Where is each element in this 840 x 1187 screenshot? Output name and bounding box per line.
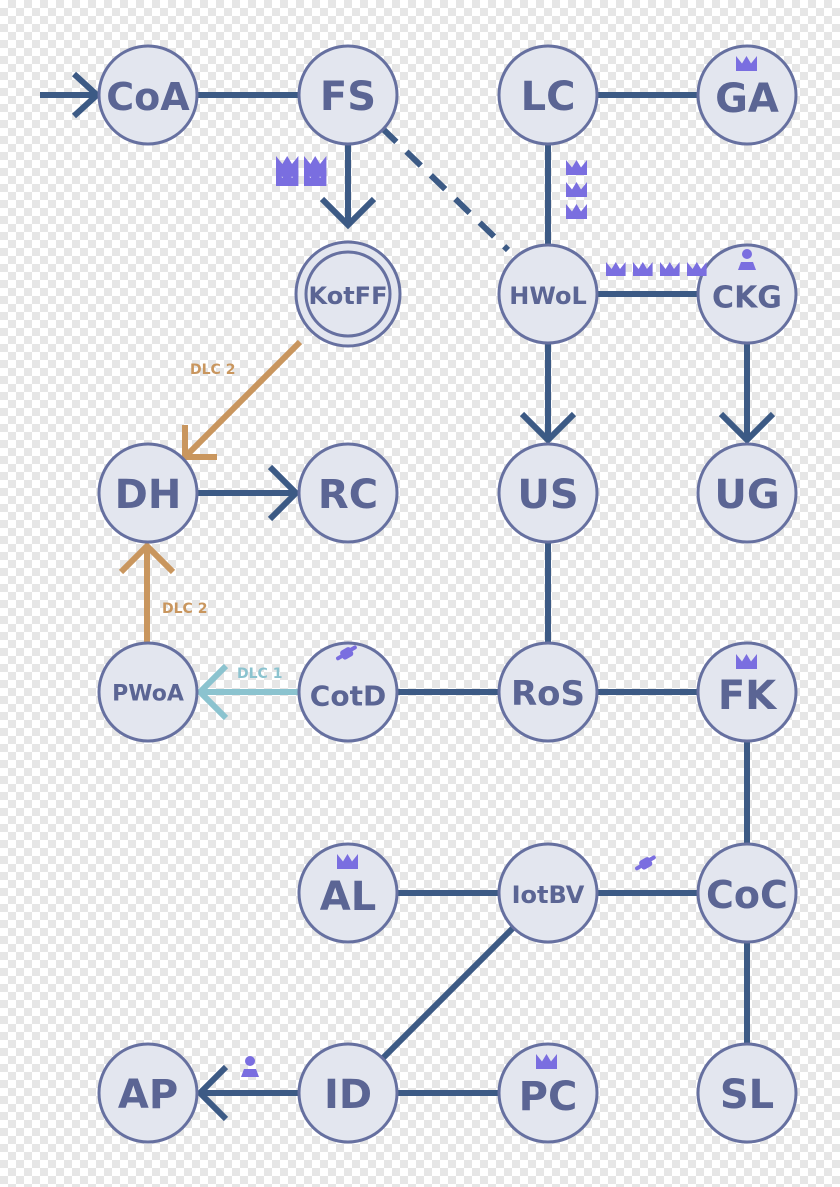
node-iotbv[interactable]: IotBV — [497, 842, 599, 944]
node-label: LC — [521, 74, 576, 120]
node-al[interactable]: AL — [297, 842, 399, 944]
node-fs[interactable]: FS — [297, 44, 399, 146]
node-label: CoA — [106, 75, 190, 119]
node-sl[interactable]: SL — [696, 1042, 798, 1144]
arrowhead-dh-dlc2 — [182, 425, 217, 460]
node-label: CotD — [310, 680, 386, 713]
node-label: FK — [718, 673, 778, 719]
crown-icon — [566, 182, 587, 197]
pawn-icon — [241, 1056, 259, 1077]
node-label: AL — [320, 874, 376, 920]
node-fk[interactable]: FK — [696, 641, 798, 743]
crown-icon — [566, 204, 587, 219]
crown-icon — [304, 156, 327, 172]
node-lc[interactable]: LC — [497, 44, 599, 146]
crown-icon — [276, 156, 299, 172]
arrowhead-entry-coa — [71, 71, 102, 119]
node-label: PC — [519, 1074, 578, 1120]
node-label: KotFF — [309, 282, 388, 310]
node-pc[interactable]: PC — [497, 1042, 599, 1144]
dlc-tag-lower: DLC 2 — [162, 601, 207, 617]
node-ug[interactable]: UG — [696, 442, 798, 544]
node-label: GA — [715, 76, 779, 122]
node-pwoa[interactable]: PWoA — [97, 641, 199, 743]
node-id[interactable]: ID — [297, 1042, 399, 1144]
nodes: CoA FS LC GA KotFF HWoL CKG DH — [97, 44, 798, 1144]
edge-kotff-dh-dlc2 — [184, 339, 303, 458]
hand-icon — [336, 645, 357, 661]
edges — [40, 71, 776, 1122]
node-ckg[interactable]: CKG — [696, 243, 798, 345]
crown-icon — [660, 262, 680, 276]
edge-fs-hwol-dashed — [379, 125, 511, 253]
node-us[interactable]: US — [497, 442, 599, 544]
node-rc[interactable]: RC — [297, 442, 399, 544]
node-label: AP — [118, 1072, 178, 1118]
node-label: FS — [320, 74, 376, 120]
node-label: SL — [720, 1072, 774, 1118]
dlc-tag-dlc1: DLC 1 — [237, 666, 282, 682]
crown-icon — [566, 160, 587, 175]
node-label: PWoA — [112, 682, 184, 707]
node-coa[interactable]: CoA — [97, 44, 199, 146]
arrowhead-ap — [195, 1064, 229, 1122]
pawn-icon — [738, 249, 756, 270]
arrowhead-pwoa-dlc1 — [195, 663, 229, 721]
node-label: DH — [115, 472, 182, 518]
node-hwol[interactable]: HWoL — [497, 243, 599, 345]
edge-iotbv-id — [380, 925, 516, 1061]
node-ga[interactable]: GA — [696, 44, 798, 146]
node-label: CKG — [712, 281, 782, 316]
arrowhead-kotff — [319, 196, 377, 230]
node-label: CoC — [706, 873, 788, 917]
arrowhead-us — [519, 411, 577, 445]
dlc-tag-upper: DLC 2 — [190, 362, 235, 378]
node-cotd[interactable]: CotD — [297, 641, 399, 743]
arrowhead-dh-from-pwoa — [118, 541, 176, 575]
node-label: UG — [714, 472, 779, 518]
node-label: HWoL — [509, 282, 586, 310]
node-label: ID — [324, 1072, 372, 1118]
crown-icon — [687, 262, 707, 276]
arrowhead-ug — [718, 411, 776, 445]
hand-icon — [635, 855, 656, 871]
node-label: IotBV — [512, 881, 585, 909]
crown-icon — [606, 262, 626, 276]
node-dh[interactable]: DH — [97, 442, 199, 544]
node-label: RC — [318, 472, 378, 518]
node-label: US — [517, 472, 578, 518]
crown-icon — [633, 262, 653, 276]
node-label: RoS — [511, 674, 585, 714]
icons — [241, 56, 757, 1077]
node-ros[interactable]: RoS — [497, 641, 599, 743]
node-coc[interactable]: CoC — [696, 842, 798, 944]
node-ap[interactable]: AP — [97, 1042, 199, 1144]
node-kotff[interactable]: KotFF — [294, 240, 402, 348]
arrowhead-rc — [267, 464, 301, 522]
